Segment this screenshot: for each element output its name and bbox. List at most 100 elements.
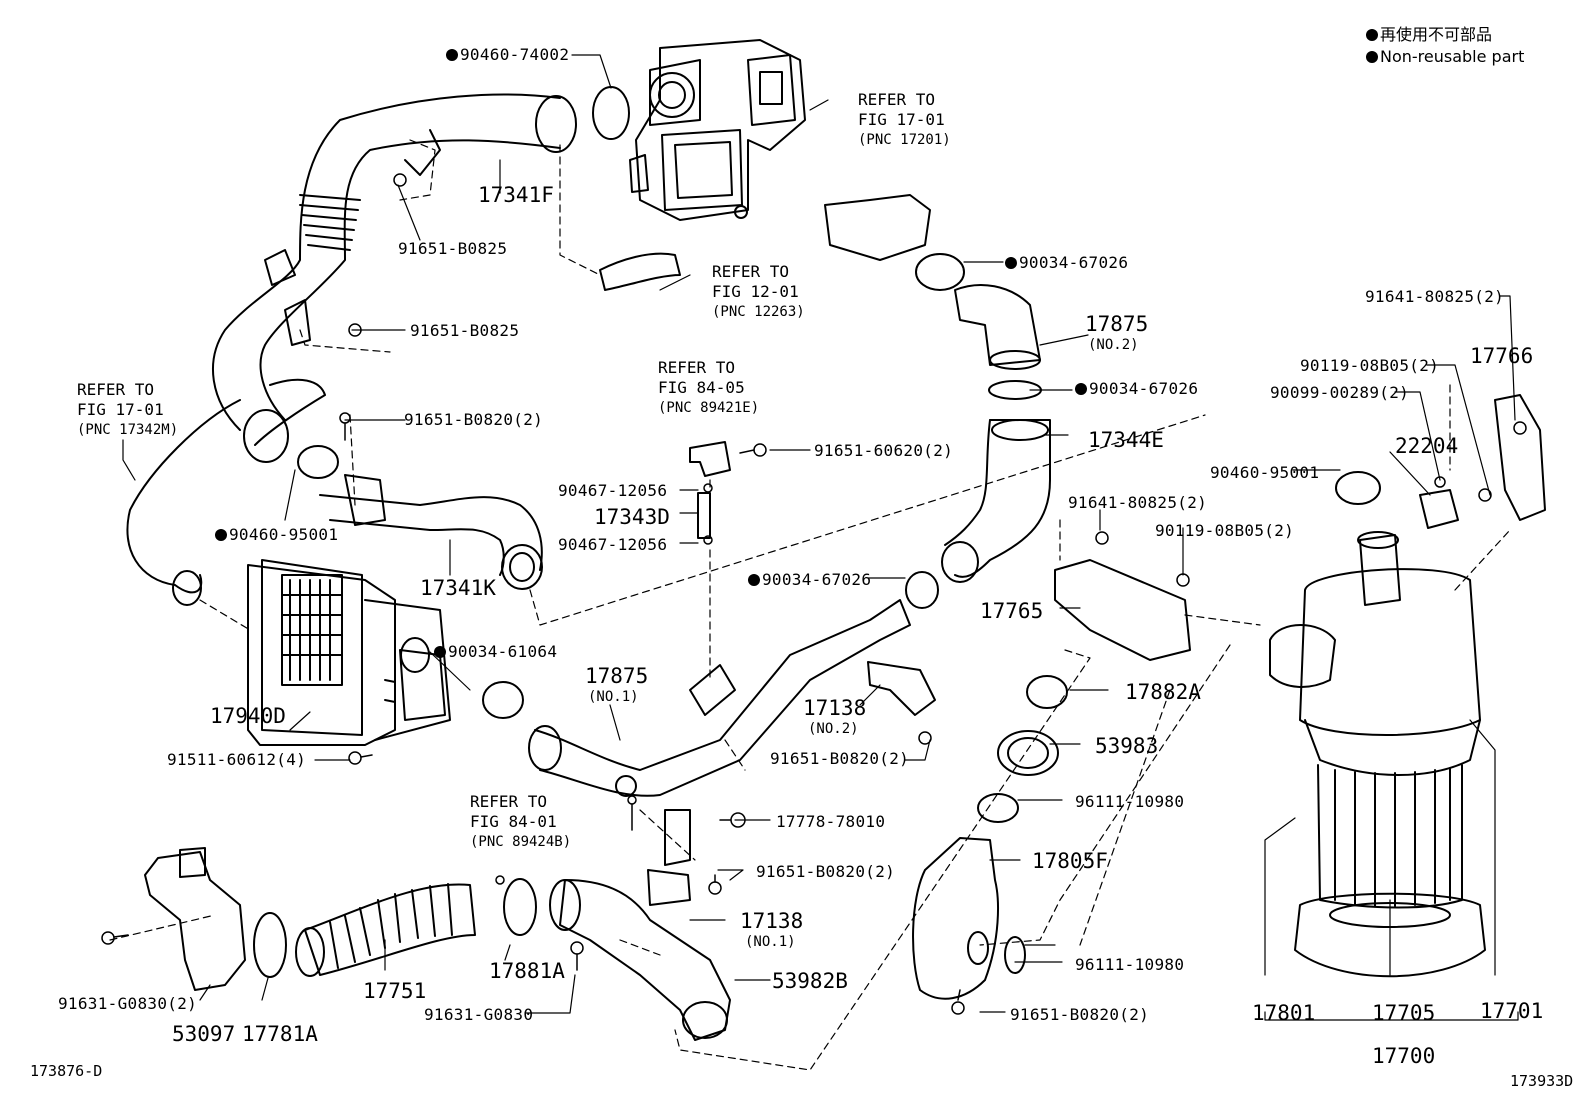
- air-cleaner-drawing: [1269, 531, 1486, 978]
- clamp-96111-10980-a: [977, 793, 1019, 823]
- label-53983: 53983: [1095, 734, 1159, 758]
- label-17882a: 17882A: [1125, 680, 1201, 704]
- label-17766: 17766: [1470, 344, 1534, 368]
- label-90034-67026-c: 90034-67026: [748, 571, 871, 589]
- bracket-17765-drawing: [1054, 559, 1191, 661]
- hose-17341k-drawing: [319, 474, 543, 590]
- label-17138-no1: 17138: [740, 909, 804, 933]
- label-90467-12056-a: 90467-12056: [558, 481, 668, 500]
- clamp-90034-67026-c: [905, 571, 939, 609]
- label-90467-12056-b: 90467-12056: [558, 535, 668, 554]
- label-91651-b0820-2b: 91651-B0820(2): [770, 749, 910, 768]
- label-17343d: 17343D: [594, 505, 670, 529]
- label-17875-no1-sub: (NO.1): [588, 689, 639, 705]
- ref-line1: REFER TO: [658, 358, 736, 377]
- stay-17766-drawing: [1494, 394, 1546, 521]
- bracket-17138-no2-drawing: [867, 661, 936, 716]
- ref-line2: FIG 84-01: [470, 812, 557, 831]
- duct-53097-drawing: [144, 851, 246, 991]
- label-91651-60620-2: 91651-60620(2): [814, 441, 954, 460]
- hose-17341f-drawing: [212, 93, 577, 463]
- clamp-90034-61064: [482, 681, 524, 719]
- label-90460-95001-a: 90460-95001: [215, 526, 338, 544]
- label-17341k: 17341K: [420, 576, 496, 600]
- ref-line3: (PNC 89424B): [470, 834, 572, 850]
- ref-line1: REFER TO: [712, 262, 790, 281]
- label-17705: 17705: [1372, 1001, 1436, 1025]
- duct-53982b-drawing: [549, 879, 731, 1041]
- label-91651-b0820-2d: 91651-B0820(2): [1010, 1005, 1150, 1024]
- label-91631-g0830: 91631-G0830: [424, 1005, 534, 1024]
- label-90034-61064: 90034-61064: [434, 643, 557, 661]
- clamp-17882a-drawing: [1026, 675, 1068, 709]
- label-91641-80825-2b: 91641-80825(2): [1068, 493, 1208, 512]
- ref-line3: (PNC 89421E): [658, 400, 760, 416]
- label-91651-b0825-b: 91651-B0825: [410, 321, 520, 340]
- bolts: [101, 173, 1527, 1015]
- intercooler-17940d-drawing: [247, 559, 451, 746]
- ref-line2: FIG 84-05: [658, 378, 745, 397]
- label-17805f: 17805F: [1032, 849, 1108, 873]
- ref-line3: (PNC 17342M): [77, 422, 179, 438]
- label-17341f: 17341F: [478, 183, 554, 207]
- sensor-bracket-drawing: [689, 441, 731, 477]
- label-90099-00289-2: 90099-00289(2): [1270, 383, 1410, 402]
- label-96111-10980-a: 96111-10980: [1075, 792, 1185, 811]
- outlet-elbow-drawing: [824, 194, 931, 261]
- ref-line1: REFER TO: [470, 792, 548, 811]
- label-53982b: 53982B: [772, 969, 848, 993]
- ref-fig-17-01-17342m: REFER TO FIG 17-01 (PNC 17342M): [77, 380, 178, 440]
- label-17875-no2: 17875: [1085, 312, 1149, 336]
- legend-jp: 再使用不可部品: [1366, 24, 1524, 46]
- pipe-17344e-drawing: [941, 419, 1051, 583]
- label-91651-b0825-a: 91651-B0825: [398, 239, 508, 258]
- clamp-96111-10980-b: [1004, 936, 1026, 974]
- figure-id-right: 173933D: [1510, 1072, 1574, 1090]
- label-17875-no2-sub: (NO.2): [1088, 337, 1139, 353]
- label-17344e: 17344E: [1088, 428, 1164, 452]
- ref-line3: (PNC 12263): [712, 304, 805, 320]
- label-17781a: 17781A: [242, 1022, 318, 1046]
- ref-line1: REFER TO: [858, 90, 936, 109]
- label-22204: 22204: [1395, 434, 1459, 458]
- ref-fig-84-01-89424b: REFER TO FIG 84-01 (PNC 89424B): [470, 792, 571, 852]
- ref-fig-84-05-89421e: REFER TO FIG 84-05 (PNC 89421E): [658, 358, 759, 418]
- label-17751: 17751: [363, 979, 427, 1003]
- label-91631-g0830-2: 91631-G0830(2): [58, 994, 198, 1013]
- label-90460-95001-b: 90460-95001: [1210, 463, 1320, 482]
- label-90034-67026-a: 90034-67026: [1005, 254, 1128, 272]
- label-91641-80825-2a: 91641-80825(2): [1365, 287, 1505, 306]
- label-17701: 17701: [1480, 999, 1544, 1023]
- clamp-90034-67026-a: [915, 253, 965, 291]
- label-96111-10980-b: 96111-10980: [1075, 955, 1185, 974]
- label-17700: 17700: [1372, 1044, 1436, 1068]
- ref-fig-12-01-12263: REFER TO FIG 12-01 (PNC 12263): [712, 262, 805, 322]
- label-90034-67026-b: 90034-67026: [1075, 380, 1198, 398]
- label-90119-08b05-2a: 90119-08B05(2): [1300, 356, 1440, 375]
- ref-line2: FIG 17-01: [858, 110, 945, 129]
- label-91651-b0820-2c: 91651-B0820(2): [756, 862, 896, 881]
- elbow-17875-no2-drawing: [954, 284, 1041, 370]
- ref-fig-17-01-17201: REFER TO FIG 17-01 (PNC 17201): [858, 90, 951, 150]
- label-90119-08b05-2b: 90119-08B05(2): [1155, 521, 1295, 540]
- label-91651-b0820-2a: 91651-B0820(2): [404, 410, 544, 429]
- label-90460-74002: 90460-74002: [446, 46, 569, 64]
- hose-17342m-drawing: [126, 378, 326, 594]
- hose-53983-drawing: [997, 730, 1059, 776]
- ref-line1: REFER TO: [77, 380, 155, 399]
- hose-17751-drawing: [295, 883, 476, 977]
- label-17138-no2: 17138: [803, 696, 867, 720]
- legend: 再使用不可部品 Non-reusable part: [1366, 24, 1524, 68]
- label-17881a: 17881A: [489, 959, 565, 983]
- ref-line3: (PNC 17201): [858, 132, 951, 148]
- pipe-17875-no1-drawing: [528, 599, 911, 866]
- clamp-90460-95001-b: [1335, 471, 1381, 505]
- label-53097: 53097: [172, 1022, 236, 1046]
- clamp-17881a-drawing: [503, 878, 537, 936]
- ref-line2: FIG 12-01: [712, 282, 799, 301]
- ref-line2: FIG 17-01: [77, 400, 164, 419]
- clamp-90460-74002: [592, 86, 630, 140]
- clamp-17781a-drawing: [253, 912, 287, 978]
- label-17138-no1-sub: (NO.1): [745, 934, 796, 950]
- label-17778-78010: 17778-78010: [776, 812, 886, 831]
